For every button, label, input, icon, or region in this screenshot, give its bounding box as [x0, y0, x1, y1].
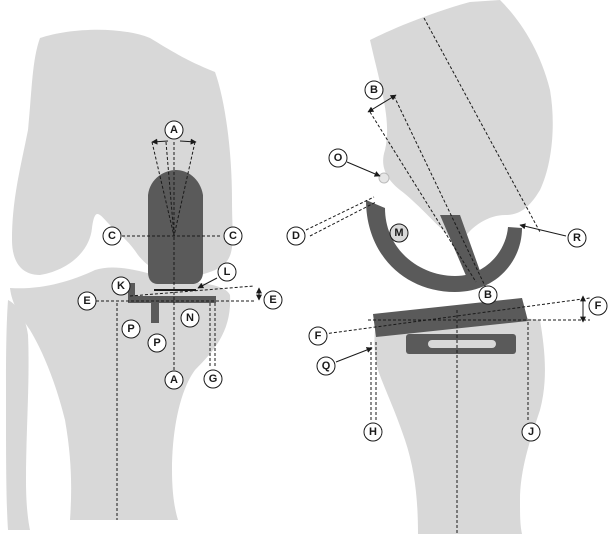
svg-text:P: P: [127, 323, 134, 335]
femoral-peg: [440, 215, 485, 285]
svg-text:B: B: [370, 84, 378, 96]
femur-axis-sagittal: [423, 17, 541, 233]
svg-text:N: N: [186, 312, 194, 324]
svg-text:R: R: [573, 232, 581, 244]
svg-text:C: C: [108, 230, 116, 242]
label-o: O: [328, 148, 348, 168]
line-a-fan-left: [151, 141, 175, 237]
label-h: H: [363, 422, 383, 442]
tibial-tray-sagittal: [373, 298, 528, 337]
label-r: R: [567, 228, 587, 248]
sagittal-view: B O D M R B F F Q H J: [286, 0, 608, 534]
label-a-bottom: A: [164, 370, 184, 390]
svg-text:F: F: [315, 330, 322, 342]
svg-text:A: A: [170, 124, 178, 136]
osteophyte-o: [378, 172, 390, 184]
arrow-b-angle: [367, 94, 397, 113]
label-k: K: [111, 276, 131, 296]
line-d-1: [305, 196, 375, 231]
tibia-sagittal: [374, 316, 545, 534]
label-c-right: C: [223, 226, 243, 246]
svg-text:E: E: [83, 295, 90, 307]
tray-wall-k: [128, 283, 135, 303]
tibial-tray-frontal: [128, 296, 216, 303]
label-d: D: [286, 226, 306, 246]
line-a-fan-right: [173, 141, 196, 237]
label-f-right: F: [588, 296, 608, 316]
label-f-left: F: [308, 326, 328, 346]
frontal-view: A C C L K E E P P N A G: [6, 29, 283, 530]
label-n: N: [180, 308, 200, 328]
svg-text:C: C: [229, 230, 237, 242]
svg-text:A: A: [170, 374, 178, 386]
svg-text:L: L: [224, 266, 231, 278]
label-q: Q: [316, 356, 336, 376]
femur-sagittal: [370, 0, 553, 245]
leader-l: [197, 277, 218, 289]
tibia-frontal: [10, 267, 231, 520]
line-b-upper-1: [369, 111, 477, 283]
arrow-a-angle-left: [151, 138, 169, 145]
label-c-left: C: [102, 226, 122, 246]
tray-stem: [151, 301, 159, 323]
line-d-2: [309, 201, 377, 237]
label-p-lower: P: [147, 333, 167, 353]
svg-text:M: M: [394, 227, 403, 239]
label-m: M: [389, 223, 409, 243]
line-a-fan-mid: [165, 141, 175, 237]
line-e-oblique: [129, 285, 255, 297]
leader-q: [335, 347, 373, 363]
label-p-upper: P: [121, 319, 141, 339]
svg-text:B: B: [484, 289, 492, 301]
svg-text:H: H: [369, 426, 377, 438]
label-e-right: E: [263, 290, 283, 310]
label-l: L: [217, 262, 237, 282]
label-a-top: A: [164, 120, 184, 140]
svg-text:E: E: [269, 294, 276, 306]
svg-text:G: G: [209, 373, 218, 385]
label-g: G: [203, 369, 223, 389]
arrow-a-angle-right: [179, 138, 197, 145]
svg-text:J: J: [528, 426, 534, 438]
line-b-upper-2: [393, 95, 487, 289]
svg-text:P: P: [153, 337, 160, 349]
label-b-bottom: B: [478, 285, 498, 305]
svg-text:D: D: [292, 230, 300, 242]
svg-text:O: O: [334, 152, 343, 164]
svg-text:F: F: [595, 300, 602, 312]
leader-o: [346, 161, 381, 177]
label-e-left: E: [77, 291, 97, 311]
keel-slot: [428, 340, 496, 348]
svg-text:K: K: [117, 280, 125, 292]
label-j: J: [521, 422, 541, 442]
svg-text:Q: Q: [322, 360, 331, 372]
fibula-frontal: [6, 300, 30, 530]
label-b-top: B: [364, 80, 384, 100]
femoral-implant-sagittal: [366, 200, 522, 292]
leader-r: [519, 223, 567, 237]
